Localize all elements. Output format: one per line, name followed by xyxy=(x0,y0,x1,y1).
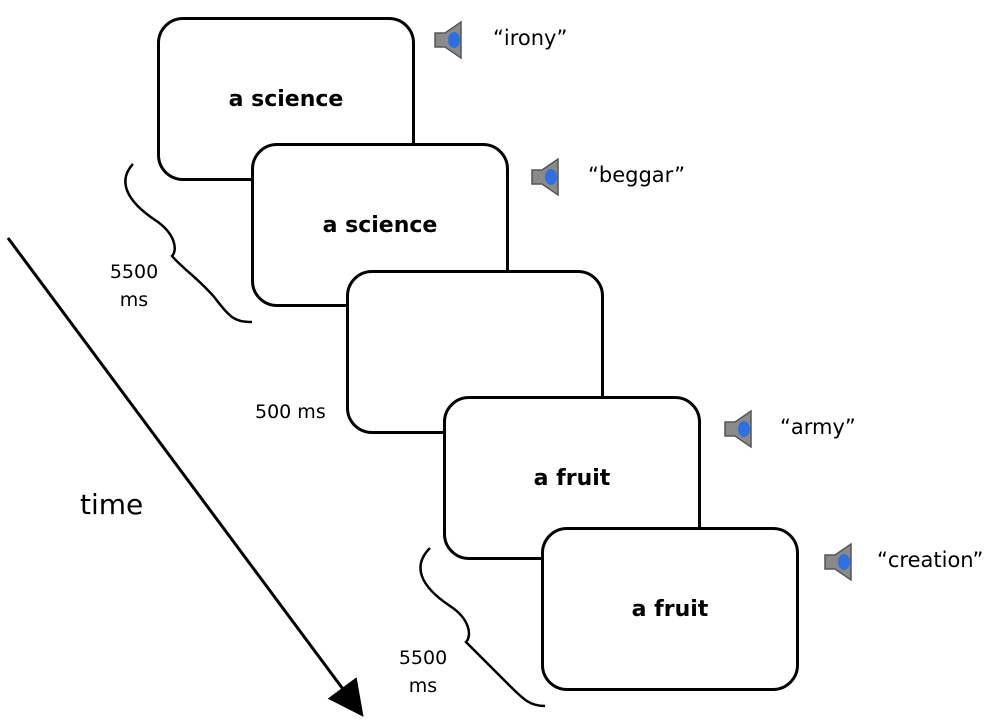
duration-value: 5500 xyxy=(109,261,159,283)
frame-text: a fruit xyxy=(631,596,709,622)
stimulus-frame-4: a fruit xyxy=(541,527,799,691)
duration-label-trial-2: 5500 ms xyxy=(393,644,453,700)
frame-text: a science xyxy=(322,212,438,238)
audio-word-3: “army” xyxy=(780,415,856,439)
duration-unit: ms xyxy=(408,675,438,697)
speaker-icon xyxy=(824,542,852,582)
frame-text: a fruit xyxy=(533,465,611,491)
time-arrow xyxy=(6,237,364,717)
brace-trial-2 xyxy=(419,547,546,708)
frame-text: a science xyxy=(228,86,344,112)
speaker-icon xyxy=(434,20,462,60)
time-label: time xyxy=(80,488,144,521)
audio-word-4: “creation” xyxy=(877,548,984,572)
speaker-icon xyxy=(724,409,752,449)
duration-label-blank: 500 ms xyxy=(255,401,326,423)
duration-value: 5500 xyxy=(398,647,448,669)
audio-word-1: “irony” xyxy=(493,26,568,50)
speaker-icon xyxy=(531,157,559,197)
audio-word-2: “beggar” xyxy=(588,163,686,187)
duration-unit: ms xyxy=(119,289,149,311)
duration-label-trial-1: 5500 ms xyxy=(104,258,164,314)
brace-trial-1 xyxy=(124,163,253,324)
